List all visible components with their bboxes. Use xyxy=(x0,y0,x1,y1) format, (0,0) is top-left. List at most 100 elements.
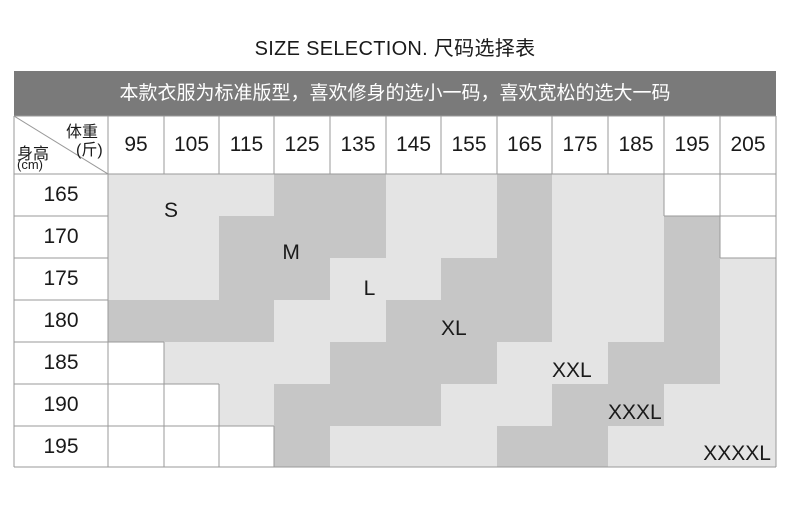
size-cell xyxy=(386,384,441,426)
height-row-label: 195 xyxy=(43,434,79,458)
size-cell xyxy=(164,300,219,342)
size-cell xyxy=(497,216,552,258)
size-cell xyxy=(219,384,274,426)
size-cell xyxy=(441,174,497,216)
height-header-label: 身高 xyxy=(17,146,50,163)
size-cell xyxy=(386,216,441,258)
weight-header-cell: 185 xyxy=(618,133,654,156)
size-cell xyxy=(386,426,441,467)
table-corner-header: 体重 (斤) 身高 (cm) xyxy=(14,116,108,174)
size-label: XXXL xyxy=(608,400,662,424)
size-cell xyxy=(274,342,330,384)
size-cell xyxy=(441,300,497,342)
size-cell xyxy=(608,384,664,426)
size-cell xyxy=(720,216,776,258)
size-cell xyxy=(664,216,720,258)
weight-header-label: 体重 xyxy=(66,124,99,141)
size-label: L xyxy=(363,276,376,300)
weight-header-cell: 155 xyxy=(451,133,487,156)
height-row-label: 170 xyxy=(43,225,79,248)
size-cell xyxy=(441,258,497,300)
size-cell xyxy=(219,216,274,258)
size-cell xyxy=(274,216,330,258)
size-cell xyxy=(720,258,776,300)
size-label: XXXXL xyxy=(703,442,771,466)
page-title: SIZE SELECTION. 尺码选择表 xyxy=(254,38,536,60)
size-cell xyxy=(274,384,330,426)
size-cell xyxy=(164,384,219,426)
size-cell xyxy=(219,300,274,342)
size-cell xyxy=(608,216,664,258)
weight-header-cell: 175 xyxy=(562,133,598,156)
size-cell xyxy=(664,342,720,384)
size-label: S xyxy=(164,199,179,222)
height-header-unit: (cm) xyxy=(17,157,43,172)
size-cell xyxy=(720,384,776,426)
size-cell xyxy=(108,384,164,426)
size-cell xyxy=(720,300,776,342)
weight-header-cell: 125 xyxy=(284,133,320,156)
height-row-label: 165 xyxy=(43,183,79,206)
size-cell xyxy=(552,384,608,426)
size-cell xyxy=(274,258,330,300)
size-cell xyxy=(330,300,386,342)
size-cell xyxy=(274,300,330,342)
height-row-label: 180 xyxy=(43,309,79,332)
fit-advice-banner: 本款衣服为标准版型，喜欢修身的选小一码，喜欢宽松的选大一码 xyxy=(14,71,776,116)
size-cell xyxy=(608,300,664,342)
size-label: XXL xyxy=(552,358,592,382)
size-cell xyxy=(108,258,164,300)
size-cell xyxy=(164,342,219,384)
size-cell xyxy=(108,426,164,467)
size-cell xyxy=(164,174,219,216)
size-cell xyxy=(552,426,608,467)
size-cell xyxy=(108,216,164,258)
size-cell xyxy=(441,426,497,467)
weight-header-cell: 165 xyxy=(506,133,543,156)
size-cell xyxy=(386,258,441,300)
size-label: M xyxy=(282,241,300,264)
size-cell xyxy=(608,174,664,216)
size-cell xyxy=(274,174,330,216)
size-cell xyxy=(441,384,497,426)
size-cell xyxy=(497,426,552,467)
size-cell xyxy=(497,384,552,426)
size-cell xyxy=(108,174,164,216)
size-cell xyxy=(386,342,441,384)
weight-header-cell: 135 xyxy=(340,133,376,156)
size-cell xyxy=(219,258,274,300)
size-cell xyxy=(386,174,441,216)
weight-header-cell: 115 xyxy=(229,133,264,156)
size-cell xyxy=(552,300,608,342)
weight-header-cell: 95 xyxy=(124,133,148,156)
weight-header-cell: 105 xyxy=(173,133,210,156)
size-cell xyxy=(552,258,608,300)
size-cell xyxy=(219,342,274,384)
height-row-label: 185 xyxy=(43,351,79,374)
size-cell xyxy=(108,342,164,384)
size-cell xyxy=(720,174,776,216)
size-cell xyxy=(497,300,552,342)
size-cell xyxy=(608,258,664,300)
size-cell xyxy=(441,216,497,258)
size-cell xyxy=(552,342,608,384)
size-cell xyxy=(386,300,441,342)
size-cell xyxy=(330,258,386,300)
size-cell xyxy=(664,426,720,467)
size-cell xyxy=(608,426,664,467)
weight-header-cell: 195 xyxy=(674,133,710,156)
size-cell xyxy=(219,174,274,216)
size-cell xyxy=(330,174,386,216)
size-cell xyxy=(330,384,386,426)
size-cell xyxy=(164,258,219,300)
size-cell xyxy=(164,216,219,258)
size-cell xyxy=(108,300,164,342)
size-cell xyxy=(330,426,386,467)
height-row-label: 190 xyxy=(43,393,79,416)
height-row-label: 175 xyxy=(43,267,79,290)
size-cell xyxy=(720,426,776,467)
size-cell xyxy=(497,342,552,384)
size-cell xyxy=(552,174,608,216)
size-cell xyxy=(552,216,608,258)
